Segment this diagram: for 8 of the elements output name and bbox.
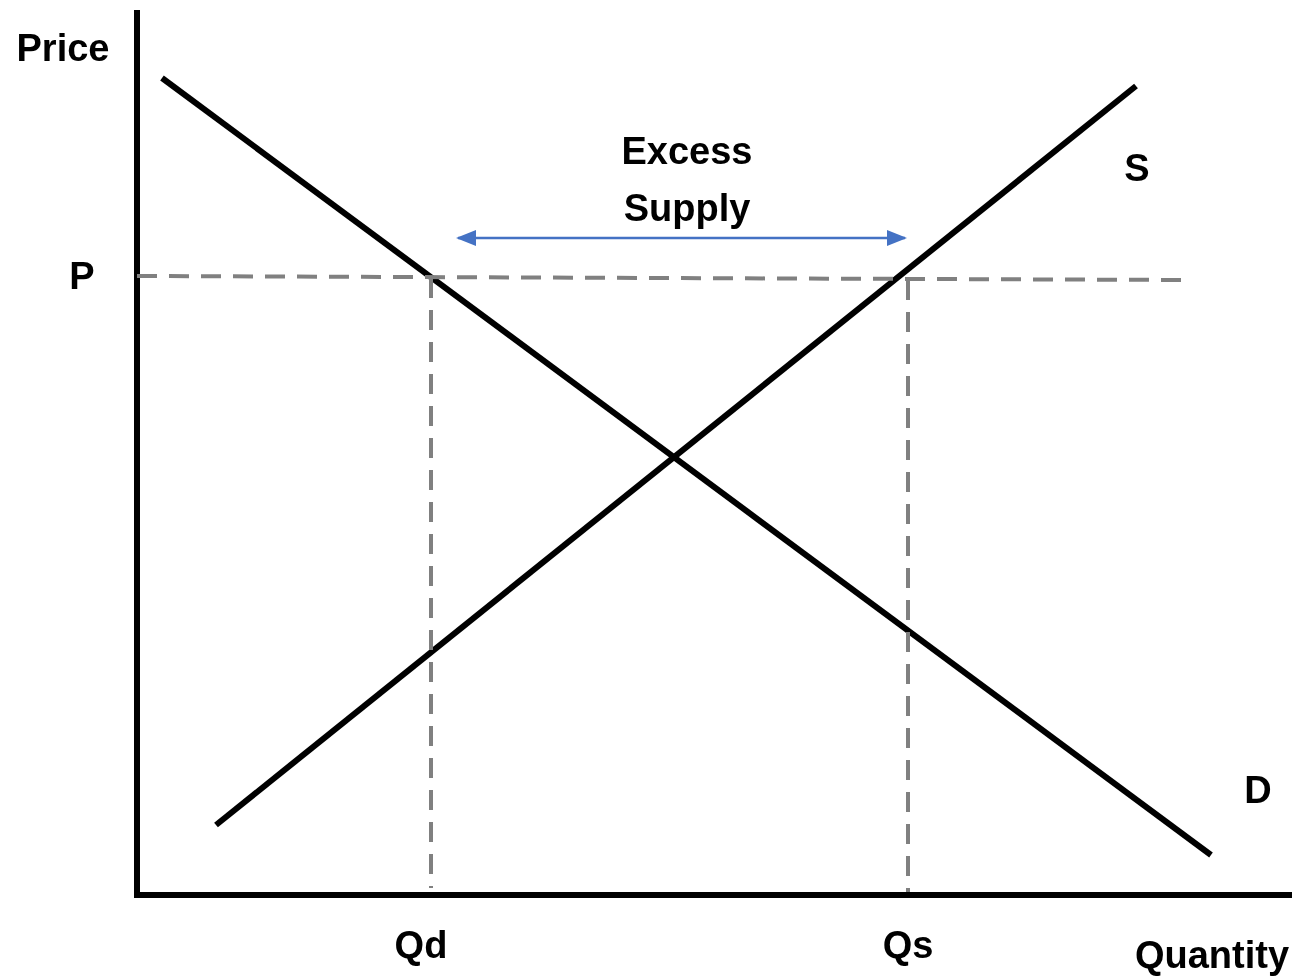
tick-label: Qd (394, 922, 448, 968)
curve-label: S (1124, 145, 1150, 191)
annotation-label: Excess Supply (620, 129, 754, 231)
tick-label: P (69, 253, 95, 299)
axis-label: Quantity (1134, 932, 1290, 978)
tick-label: Qs (882, 922, 934, 968)
curve-label: D (1244, 767, 1272, 813)
axis-label: Price (16, 25, 110, 71)
